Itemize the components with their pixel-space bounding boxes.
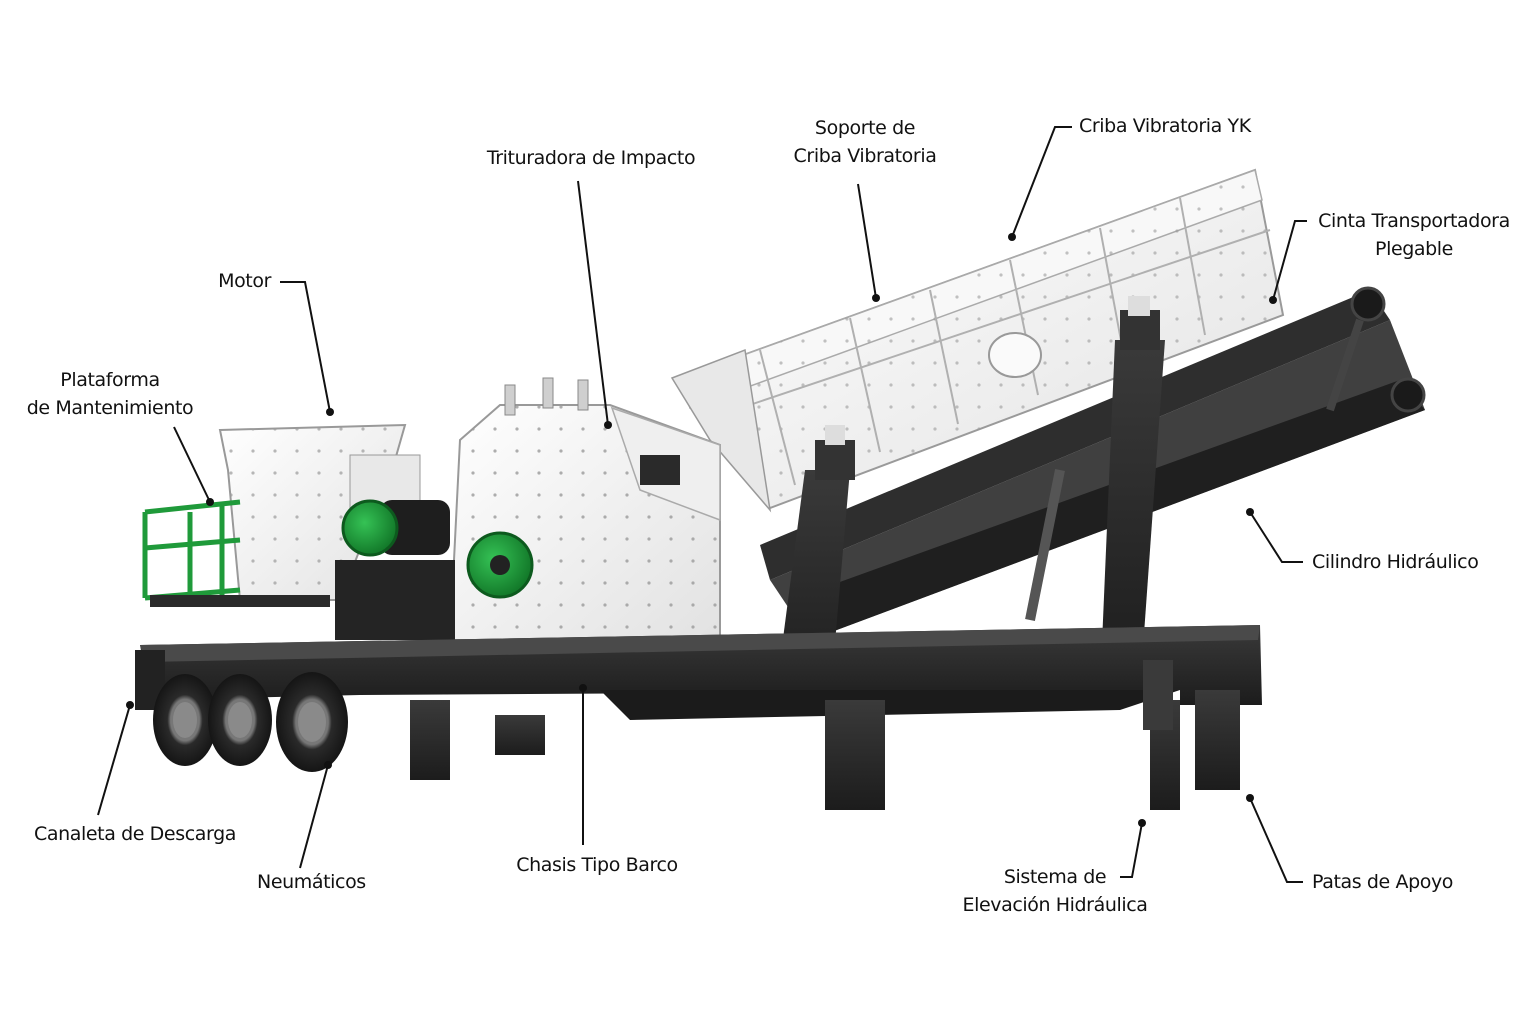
label-chasis: Chasis Tipo Barco xyxy=(516,854,678,876)
leader-lines xyxy=(97,126,1307,883)
vibrating-screen xyxy=(670,168,1285,513)
label-canaleta: Canaleta de Descarga xyxy=(34,823,236,845)
label-soporte-criba: Soporte de Criba Vibratoria xyxy=(793,117,937,167)
impact-crusher xyxy=(448,377,721,641)
maintenance-platform xyxy=(142,499,241,601)
tires xyxy=(153,672,348,772)
label-motor: Motor xyxy=(218,270,271,292)
label-trituradora: Trituradora de Impacto xyxy=(486,147,696,169)
conveyor-belt xyxy=(760,286,1426,640)
motor-feeder xyxy=(218,423,455,640)
label-plataforma: Plataforma de Mantenimiento xyxy=(26,369,194,419)
label-cilindro: Cilindro Hidráulico xyxy=(1312,551,1479,573)
support-legs xyxy=(410,660,1240,810)
label-cinta-transportadora: Cinta Transportadora Plegable xyxy=(1318,210,1510,260)
platform-deck xyxy=(150,595,330,607)
label-criba-vibratoria: Criba Vibratoria YK xyxy=(1079,115,1251,137)
label-neumaticos: Neumáticos xyxy=(257,871,366,893)
chassis xyxy=(135,625,1262,720)
label-sistema-elevacion: Sistema de Elevación Hidráulica xyxy=(962,866,1148,916)
label-patas-apoyo: Patas de Apoyo xyxy=(1312,871,1454,893)
